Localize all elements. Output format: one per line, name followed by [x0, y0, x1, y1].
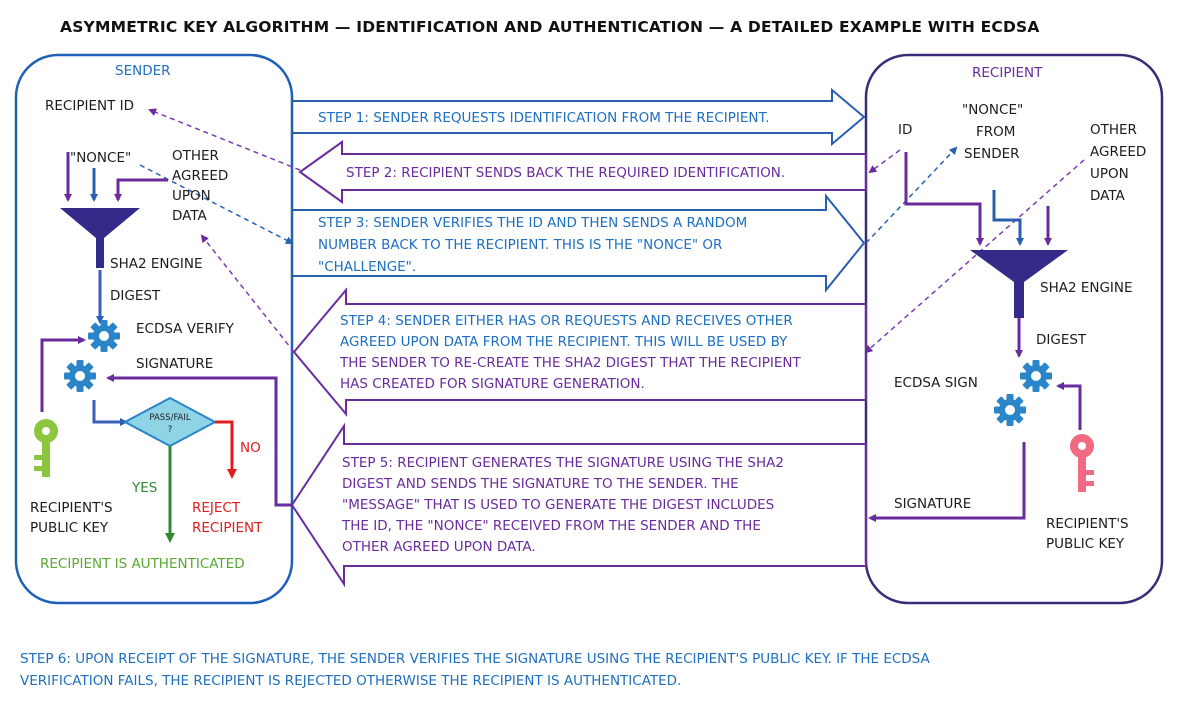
recipient-gear-bottom-icon — [994, 394, 1026, 426]
step6-line1: STEP 6: UPON RECEIPT OF THE SIGNATURE, T… — [20, 651, 931, 667]
diagram-title: ASYMMETRIC KEY ALGORITHM — IDENTIFICATIO… — [60, 18, 1040, 36]
recipient-ecdsa-sign-label: ECDSA SIGN — [894, 375, 978, 391]
sender-pubkey-line1: RECIPIENT'S — [30, 500, 113, 516]
recipient-id-label: ID — [898, 122, 912, 138]
reject-line1: REJECT — [192, 500, 241, 516]
recipient-signature-arrow — [868, 442, 1026, 522]
recipient-other-line2: AGREED — [1090, 144, 1146, 160]
recipient-other-line1: OTHER — [1090, 122, 1137, 138]
sender-sha2-engine-label: SHA2 ENGINE — [110, 256, 203, 272]
dashed-id-from-recipient — [868, 149, 901, 174]
sender-heading: SENDER — [115, 63, 171, 79]
step5-line4: THE ID, THE "NONCE" RECEIVED FROM THE SE… — [341, 518, 761, 534]
sender-input-other — [114, 178, 168, 202]
dashed-nonce-to-step3 — [139, 164, 294, 244]
recipient-input-id — [904, 152, 984, 246]
no-branch-arrow — [215, 420, 237, 479]
step3-line3: "CHALLENGE". — [318, 259, 416, 275]
step1-arrow — [291, 87, 866, 147]
step3-arrow — [291, 193, 866, 293]
step6-line2: VERIFICATION FAILS, THE RECIPIENT IS REJ… — [20, 673, 681, 689]
dashed-other-data-from-step4 — [200, 234, 295, 353]
sender-box — [14, 53, 294, 605]
sender-other-data-line2: AGREED — [172, 168, 228, 184]
recipient-key-arrow — [1056, 382, 1082, 430]
step5-line2: DIGEST AND SENDS THE SIGNATURE TO THE SE… — [342, 476, 739, 492]
recipient-pubkey-line2: PUBLIC KEY — [1046, 536, 1125, 552]
step4-line4: HAS CREATED FOR SIGNATURE GENERATION. — [340, 376, 645, 392]
step4-arrow — [292, 287, 867, 417]
step5-line5: OTHER AGREED UPON DATA. — [342, 539, 536, 555]
dashed-other-data-to-step4 — [864, 159, 1085, 354]
sender-gear-bottom-icon — [64, 360, 96, 392]
recipient-heading: RECIPIENT — [972, 65, 1043, 81]
step2-text: STEP 2: RECIPIENT SENDS BACK THE REQUIRE… — [346, 165, 785, 181]
reject-line2: RECIPIENT — [192, 520, 263, 536]
recipient-digest-label: DIGEST — [1036, 332, 1087, 348]
no-label: NO — [240, 440, 261, 456]
sender-sha2-funnel — [60, 208, 140, 268]
recipient-pink-key-icon — [1070, 434, 1094, 492]
sender-pubkey-arrow — [40, 336, 86, 412]
pass-fail-question: ? — [168, 425, 173, 435]
step4-line1: STEP 4: SENDER EITHER HAS OR REQUESTS AN… — [340, 313, 793, 329]
sender-other-data-line4: DATA — [172, 208, 208, 224]
step2-arrow — [298, 140, 867, 204]
pass-fail-label: PASS/FAIL — [149, 413, 190, 423]
step5-line3: "MESSAGE" THAT IS USED TO GENERATE THE D… — [342, 497, 774, 513]
recipient-input-nonce — [992, 190, 1024, 246]
sender-verify-to-decision-arrow — [92, 400, 128, 426]
recipient-other-line3: UPON — [1090, 166, 1129, 182]
yes-label: YES — [131, 480, 157, 496]
sender-green-key-icon — [34, 419, 58, 477]
recipient-sha2-engine-label: SHA2 ENGINE — [1040, 280, 1133, 296]
recipient-nonce-line3: SENDER — [964, 146, 1020, 162]
recipient-nonce-line2: FROM — [976, 124, 1015, 140]
sender-ecdsa-verify-label: ECDSA VERIFY — [136, 321, 235, 337]
recipient-signature-label: SIGNATURE — [894, 496, 971, 512]
step5-line1: STEP 5: RECIPIENT GENERATES THE SIGNATUR… — [342, 455, 784, 471]
authenticated-label: RECIPIENT IS AUTHENTICATED — [40, 556, 245, 572]
sender-digest-label: DIGEST — [110, 288, 161, 304]
dashed-nonce-to-recipient — [865, 146, 958, 244]
sender-pubkey-line2: PUBLIC KEY — [30, 520, 109, 536]
step4-line3: THE SENDER TO RE-CREATE THE SHA2 DIGEST … — [339, 355, 801, 371]
sender-signature-label: SIGNATURE — [136, 356, 213, 372]
recipient-gear-top-icon — [1020, 360, 1052, 392]
step1-text: STEP 1: SENDER REQUESTS IDENTIFICATION F… — [318, 110, 769, 126]
sender-other-data-line3: UPON — [172, 188, 211, 204]
sender-recipient-id-label: RECIPIENT ID — [45, 98, 134, 114]
sender-gear-top-icon — [88, 320, 120, 352]
recipient-other-line4: DATA — [1090, 188, 1126, 204]
sender-nonce-label: "NONCE" — [70, 150, 131, 166]
sender-signature-arrow — [106, 374, 292, 507]
step4-line2: AGREED UPON DATA FROM THE RECIPIENT. THI… — [340, 334, 788, 350]
recipient-nonce-line1: "NONCE" — [962, 102, 1023, 118]
recipient-sha2-funnel — [970, 250, 1068, 318]
step5-arrow — [290, 422, 867, 588]
sender-other-data-line1: OTHER — [172, 148, 219, 164]
step3-line1: STEP 3: SENDER VERIFIES THE ID AND THEN … — [318, 215, 747, 231]
step3-line2: NUMBER BACK TO THE RECIPIENT. THIS IS TH… — [318, 237, 722, 253]
recipient-pubkey-line1: RECIPIENT'S — [1046, 516, 1129, 532]
